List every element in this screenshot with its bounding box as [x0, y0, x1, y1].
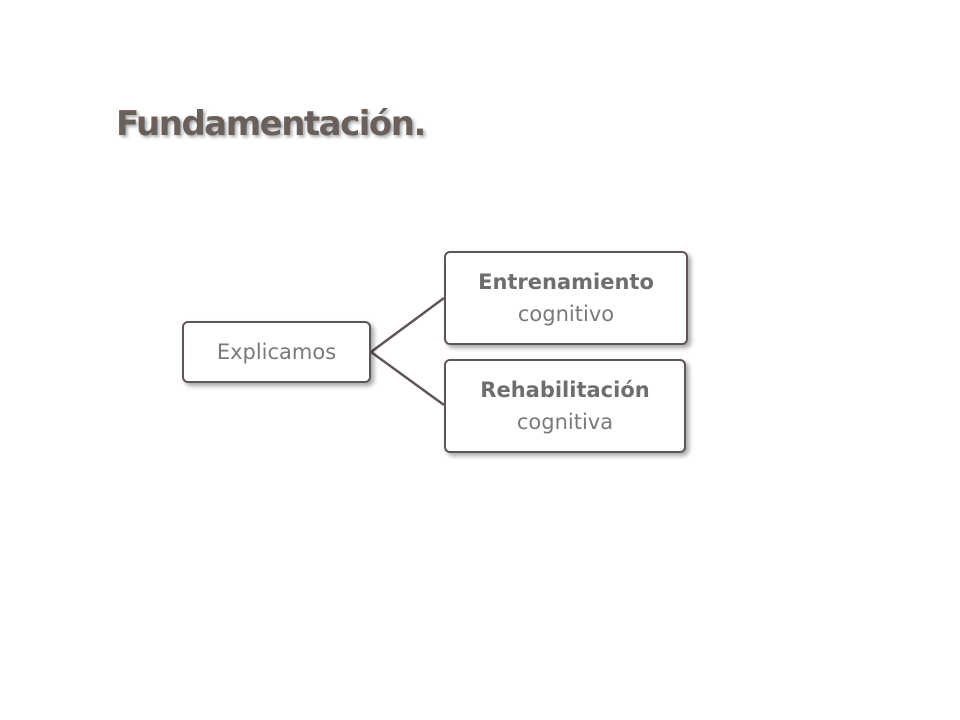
child-node-title: Rehabilitación [480, 378, 650, 402]
root-node: Explicamos [182, 321, 371, 383]
child-node-subtitle: cognitiva [516, 410, 614, 434]
child-node-rehabilitacion: Rehabilitación cognitiva [444, 359, 686, 453]
connector-line-bottom [370, 350, 445, 407]
root-node-label: Explicamos [216, 340, 337, 364]
connector-line-top [370, 296, 445, 354]
child-node-title: Entrenamiento [478, 270, 654, 294]
slide-title: Fundamentación. [116, 104, 426, 144]
child-node-entrenamiento: Entrenamiento cognitivo [444, 251, 688, 345]
child-node-subtitle: cognitivo [517, 302, 615, 326]
